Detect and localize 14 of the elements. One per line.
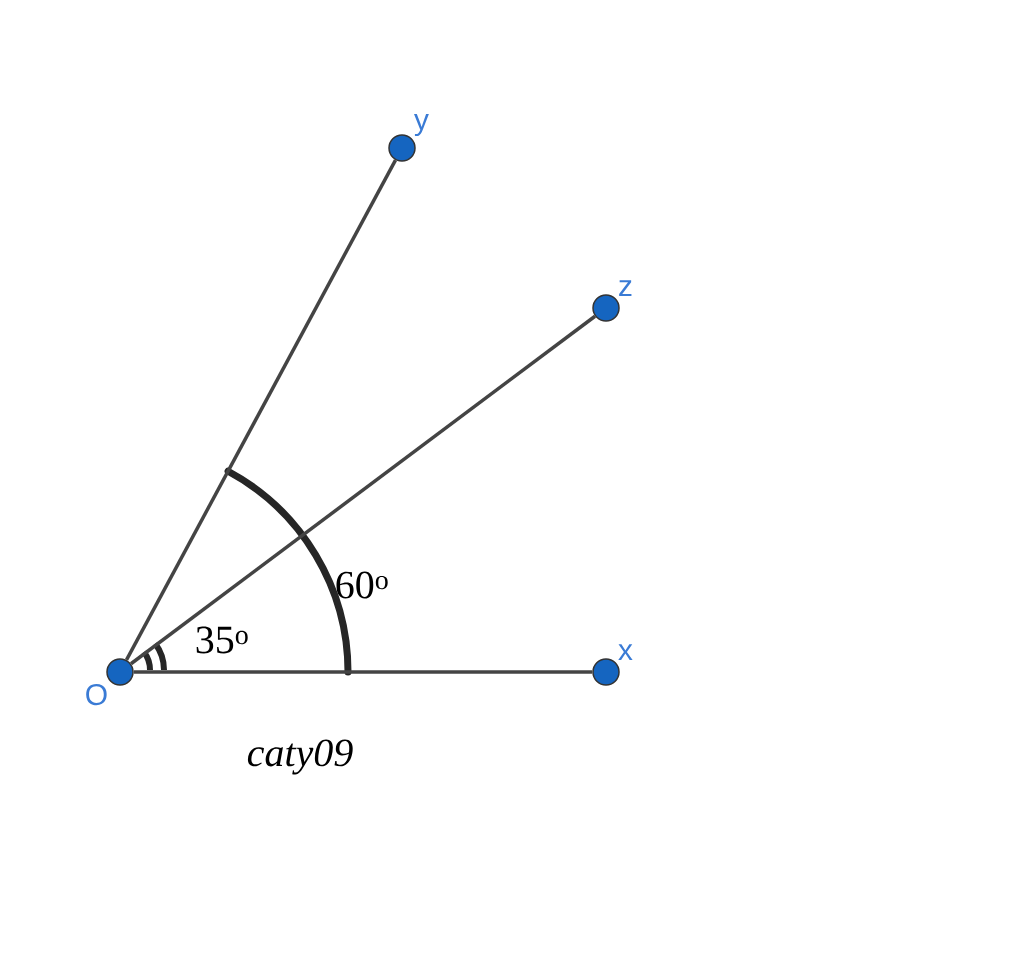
angle-label: caty09 [247,739,353,775]
node-label: y [414,113,429,137]
node-label: z [619,280,632,297]
node-label: x [618,644,633,661]
angle-label: 60$^{o}$ [336,571,388,599]
line-segment [124,159,398,661]
point: y [388,114,429,162]
angle-label: 35$^{o}$ [196,626,248,654]
node-label: O [86,683,107,706]
point: z [592,280,632,322]
line-segment [133,670,593,674]
line-segment [129,314,597,666]
point: O [86,658,134,706]
point: x [592,644,633,686]
